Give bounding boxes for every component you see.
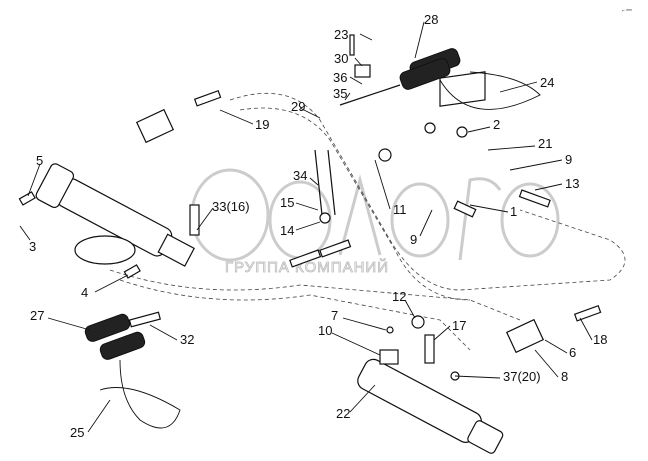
dust-cap-strap-top bbox=[439, 71, 541, 110]
watermark-logo: ГРУППА КОМПАНИЙ bbox=[190, 168, 560, 276]
label-32: 32 bbox=[180, 332, 194, 347]
part-labels: 23 28 30 36 35 29 24 19 2 21 9 13 5 34 1… bbox=[29, 12, 607, 440]
label-2: 2 bbox=[493, 117, 500, 132]
label-8: 8 bbox=[561, 369, 568, 384]
watermark-subtitle: ГРУППА КОМПАНИЙ bbox=[225, 258, 389, 276]
label-22: 22 bbox=[336, 406, 350, 421]
check-valve-left bbox=[135, 108, 175, 144]
label-7: 7 bbox=[331, 308, 338, 323]
label-3: 3 bbox=[29, 239, 36, 254]
label-27: 27 bbox=[30, 308, 44, 323]
label-18: 18 bbox=[593, 332, 607, 347]
label-1: 1 bbox=[510, 204, 517, 219]
label-6: 6 bbox=[569, 345, 576, 360]
quick-coupling-top bbox=[399, 48, 461, 90]
label-37-20: 37(20) bbox=[503, 369, 541, 384]
fittings bbox=[18, 34, 602, 381]
label-25: 25 bbox=[70, 425, 84, 440]
label-10: 10 bbox=[318, 323, 332, 338]
corner-mark: ⌐ ᵐᵐ bbox=[622, 8, 632, 14]
label-21: 21 bbox=[538, 136, 552, 151]
check-valve-right bbox=[505, 318, 545, 354]
hydraulic-cylinder-left bbox=[35, 163, 195, 267]
label-34: 34 bbox=[293, 168, 307, 183]
label-4: 4 bbox=[81, 285, 88, 300]
label-15: 15 bbox=[280, 195, 294, 210]
hydraulic-cylinder-right bbox=[357, 358, 504, 454]
label-9-upper: 9 bbox=[565, 152, 572, 167]
label-33-16: 33(16) bbox=[212, 199, 250, 214]
dust-cap-strap-bottom bbox=[99, 359, 181, 429]
label-11: 11 bbox=[393, 202, 407, 217]
label-24: 24 bbox=[540, 75, 554, 90]
label-14: 14 bbox=[280, 223, 294, 238]
label-9-lower: 9 bbox=[410, 232, 417, 247]
label-5: 5 bbox=[36, 153, 43, 168]
quick-coupling-bottom bbox=[84, 313, 146, 360]
hose-clamp-ring bbox=[74, 235, 136, 265]
label-17: 17 bbox=[452, 318, 466, 333]
label-23: 23 bbox=[334, 27, 348, 42]
label-28: 28 bbox=[424, 12, 438, 27]
hydraulic-hoses bbox=[109, 92, 626, 351]
label-19: 19 bbox=[255, 117, 269, 132]
label-13: 13 bbox=[565, 176, 579, 191]
leader-lines bbox=[19, 21, 593, 433]
label-36: 36 bbox=[333, 70, 347, 85]
label-29: 29 bbox=[291, 99, 305, 114]
label-30: 30 bbox=[334, 51, 348, 66]
label-35: 35 bbox=[333, 86, 347, 101]
label-12: 12 bbox=[392, 289, 406, 304]
